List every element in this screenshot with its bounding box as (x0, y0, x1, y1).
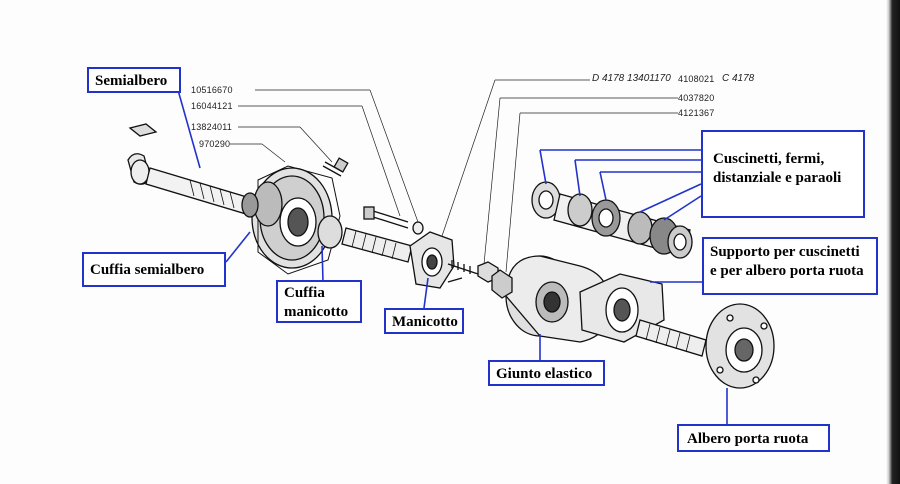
part-number: 4108021 (678, 74, 715, 84)
label-cuscinetti: Cuscinetti, fermi, distanziale e paraoli (701, 130, 865, 218)
label-cuffia-semialbero: Cuffia semialbero (82, 252, 226, 287)
part-number: 13824011 (191, 122, 232, 132)
scan-edge (886, 0, 900, 484)
part-number: 16044121 (191, 101, 233, 111)
part-number: 970290 (199, 139, 231, 149)
label-manicotto: Manicotto (384, 308, 464, 334)
part-number: 4037820 (678, 93, 715, 103)
label-albero-porta-ruota: Albero porta ruota (677, 424, 830, 452)
part-number: 4121367 (678, 108, 715, 118)
part-number: C 4178 (722, 73, 755, 84)
part-number: D 4178 13401170 (592, 73, 671, 84)
label-cuffia-manicotto: Cuffia manicotto (276, 280, 362, 323)
label-giunto-elastico: Giunto elastico (488, 360, 605, 386)
part-number: 10516670 (191, 85, 233, 95)
label-semialbero: Semialbero (87, 67, 181, 93)
label-supporto: Supporto per cuscinetti e per albero por… (702, 237, 878, 295)
